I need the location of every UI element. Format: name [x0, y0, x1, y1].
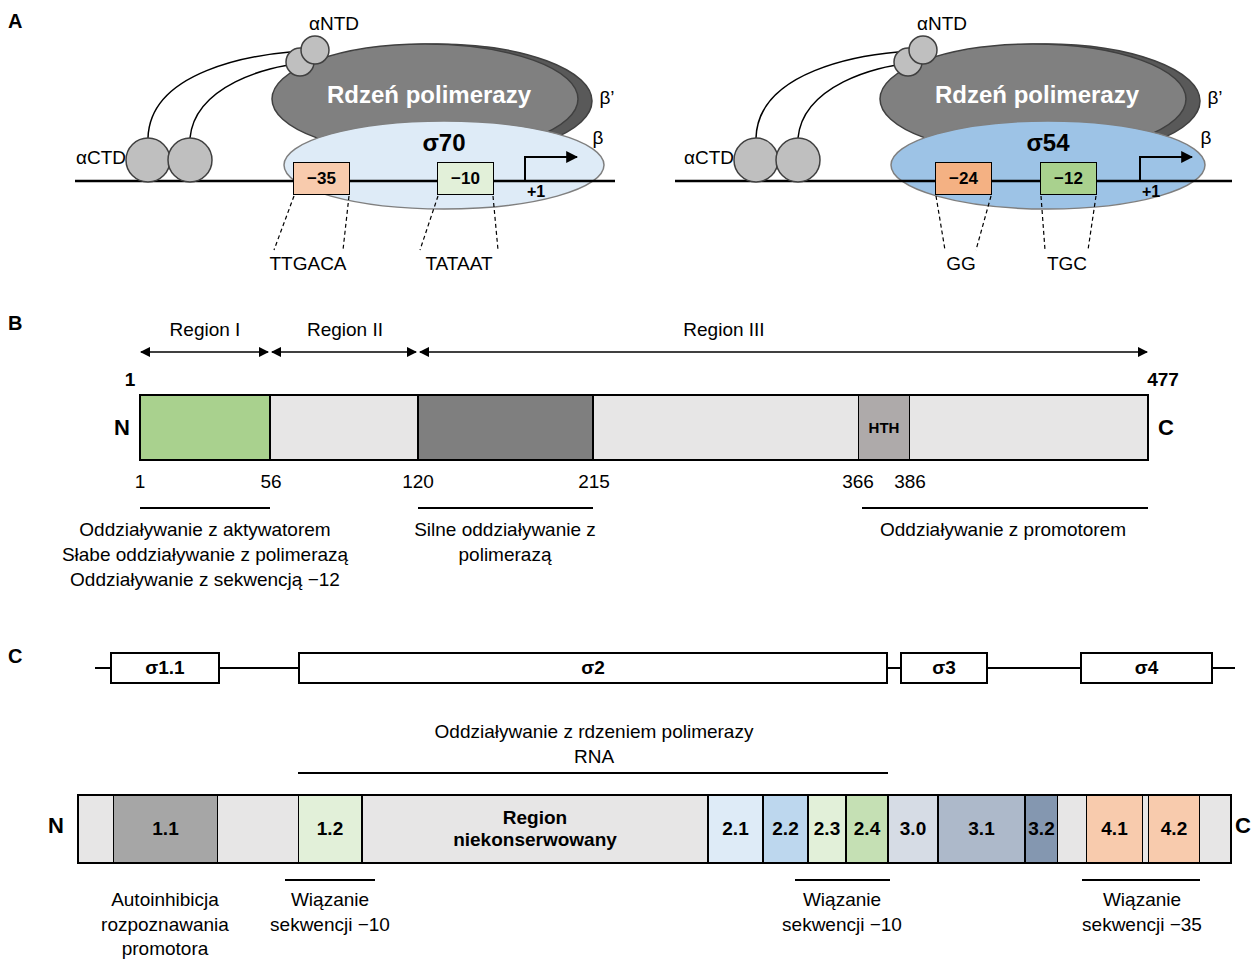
node-label: 2.2: [772, 818, 798, 840]
annotation-label: Słabe oddziaływanie z polimerazą: [62, 543, 348, 568]
node-label: 1.1: [152, 818, 178, 840]
domain-box: σ4: [1080, 652, 1213, 684]
annotation-label: Oddziaływanie z rdzeniem polimerazy RNA: [434, 720, 754, 769]
annotation-label: αCTD: [76, 146, 126, 171]
domain-box: −10: [437, 162, 494, 195]
annotation-label: +1: [527, 182, 545, 203]
node-label: HTH: [869, 419, 900, 436]
node-label: Rdzeń polimerazy: [327, 81, 531, 109]
node-label: −24: [949, 169, 978, 189]
annotation-label: Autoinhibicja rozpoznawania promotora: [75, 888, 255, 962]
right-complex: [675, 36, 1232, 250]
domain-box: −35: [293, 162, 350, 195]
annotation-label: 477: [1147, 368, 1179, 393]
annotation-label: 366: [842, 470, 874, 495]
node-label: −35: [307, 169, 336, 189]
annotation-label: TATAAT: [425, 252, 492, 277]
node-label: 4.1: [1101, 818, 1127, 840]
node-label: σ3: [932, 657, 956, 679]
domain-box: σ1.1: [110, 652, 220, 684]
annotation-label: N: [114, 414, 130, 443]
domain-box: 3.1: [938, 795, 1025, 863]
annotation-label: αNTD: [309, 12, 359, 37]
node-label: Rdzeń polimerazy: [935, 81, 1139, 109]
annotation-label: Oddziaływanie z sekwencją −12: [70, 568, 340, 593]
annotation-label: Silne oddziaływanie z polimerazą: [380, 518, 630, 567]
panel-letter: B: [8, 310, 22, 336]
annotation-label: Region I: [170, 318, 241, 343]
annotation-label: Oddziaływanie z promotorem: [880, 518, 1126, 543]
annotation-label: αNTD: [917, 12, 967, 37]
node-label: 1.2: [317, 818, 343, 840]
domain-box: −24: [935, 162, 992, 195]
node-label: 3.1: [968, 818, 994, 840]
domain-box: HTH: [858, 395, 910, 460]
sigma70-bar: [78, 795, 1231, 863]
domain-box: 2.2: [763, 795, 808, 863]
domain-box: σ3: [900, 652, 988, 684]
annotation-label: C: [1235, 812, 1251, 841]
domain-box: 2.1: [708, 795, 763, 863]
node-label: σ2: [581, 657, 605, 679]
annotation-label: Wiązanie sekwencji −35: [1082, 888, 1202, 937]
domain-box: 3.0: [888, 795, 938, 863]
annotation-label: 1: [135, 470, 146, 495]
node-label: 3.0: [900, 818, 926, 840]
node-label: 4.2: [1161, 818, 1187, 840]
annotation-label: 56: [260, 470, 281, 495]
node-label: σ54: [1026, 129, 1069, 157]
annotation-label: TGC: [1047, 252, 1087, 277]
annotation-label: N: [48, 812, 64, 841]
node-label: 2.1: [722, 818, 748, 840]
node-label: σ1.1: [145, 657, 184, 679]
panel-letter: A: [8, 8, 22, 34]
annotation-label: Oddziaływanie z aktywatorem: [79, 518, 330, 543]
annotation-label: 386: [894, 470, 926, 495]
domain-box: 2.3: [808, 795, 846, 863]
node-label: σ4: [1135, 657, 1159, 679]
node-label: Region niekonserwowany: [440, 807, 630, 851]
annotation-label: 1: [125, 368, 136, 393]
annotation-label: Region III: [683, 318, 764, 343]
annotation-label: GG: [946, 252, 976, 277]
domain-box: 1.2: [298, 795, 362, 863]
annotation-label: β: [1201, 126, 1212, 151]
annotation-label: αCTD: [684, 146, 734, 171]
domain-box: 3.2: [1025, 795, 1058, 863]
domain-box: σ2: [298, 652, 888, 684]
domain-box: 2.4: [846, 795, 888, 863]
domain-box: −12: [1040, 162, 1097, 195]
panel-letter: C: [8, 643, 22, 669]
domain-box: 4.1: [1086, 795, 1143, 863]
annotation-label: Wiązanie sekwencji −10: [782, 888, 902, 937]
annotation-label: Wiązanie sekwencji −10: [270, 888, 390, 937]
domain-box: 4.2: [1148, 795, 1200, 863]
node-label: −12: [1054, 169, 1083, 189]
domain-box: 1.1: [113, 795, 218, 863]
sigma54-bar: [140, 395, 1148, 460]
annotation-label: C: [1158, 414, 1174, 443]
domain-box: Region niekonserwowany: [362, 795, 708, 863]
annotation-label: Region II: [307, 318, 383, 343]
region-arrows: [141, 351, 1147, 353]
node-label: 2.3: [814, 818, 840, 840]
annotation-label: +1: [1142, 182, 1160, 203]
node-label: 2.4: [854, 818, 880, 840]
annotation-label: TTGACA: [269, 252, 346, 277]
node-label: σ70: [422, 129, 465, 157]
annotation-label: β’: [1207, 86, 1222, 111]
annotation-label: 215: [578, 470, 610, 495]
node-label: −10: [451, 169, 480, 189]
left-complex: [75, 36, 615, 250]
node-label: 3.2: [1028, 818, 1054, 840]
annotation-label: β’: [599, 86, 614, 111]
annotation-label: β: [593, 126, 604, 151]
annotation-label: 120: [402, 470, 434, 495]
